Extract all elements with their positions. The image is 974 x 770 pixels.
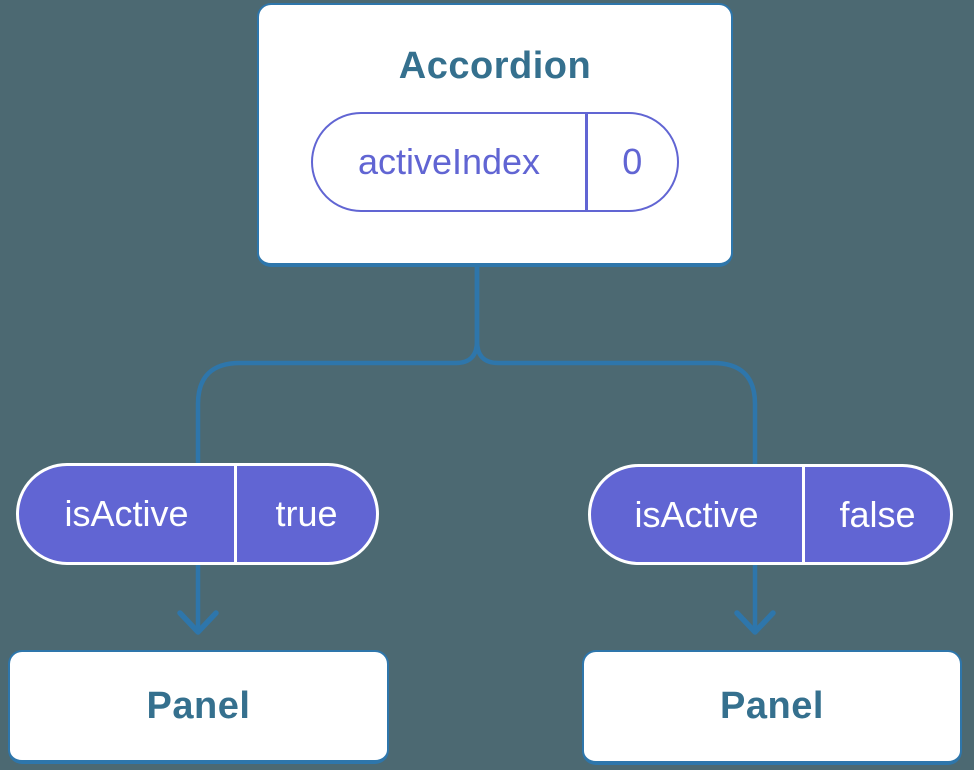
prop-value: false — [839, 493, 916, 535]
pill-divider — [234, 466, 237, 562]
prop-name: isActive — [64, 493, 189, 534]
connector-left-branch — [195, 265, 480, 630]
arrow-down-icon — [177, 610, 219, 635]
component-title: Panel — [720, 685, 824, 727]
pill-divider — [585, 114, 588, 210]
prop-pill-isactive-true: isActive true — [16, 463, 379, 565]
panel-component-box: Panel — [8, 650, 389, 764]
component-title: Panel — [146, 684, 251, 727]
state-value: 0 — [622, 141, 643, 182]
accordion-component-box: Accordion activeIndex 0 — [257, 3, 733, 267]
state-name: activeIndex — [357, 141, 541, 182]
component-title: Accordion — [398, 45, 592, 87]
prop-name: isActive — [634, 493, 759, 535]
prop-value: true — [275, 493, 338, 534]
prop-pill-isactive-false: isActive false — [588, 464, 953, 565]
arrow-down-icon — [734, 610, 776, 635]
state-pill: activeIndex 0 — [311, 112, 679, 212]
connector-right-branch — [474, 265, 758, 630]
pill-divider — [802, 467, 805, 562]
panel-component-box: Panel — [582, 650, 962, 765]
